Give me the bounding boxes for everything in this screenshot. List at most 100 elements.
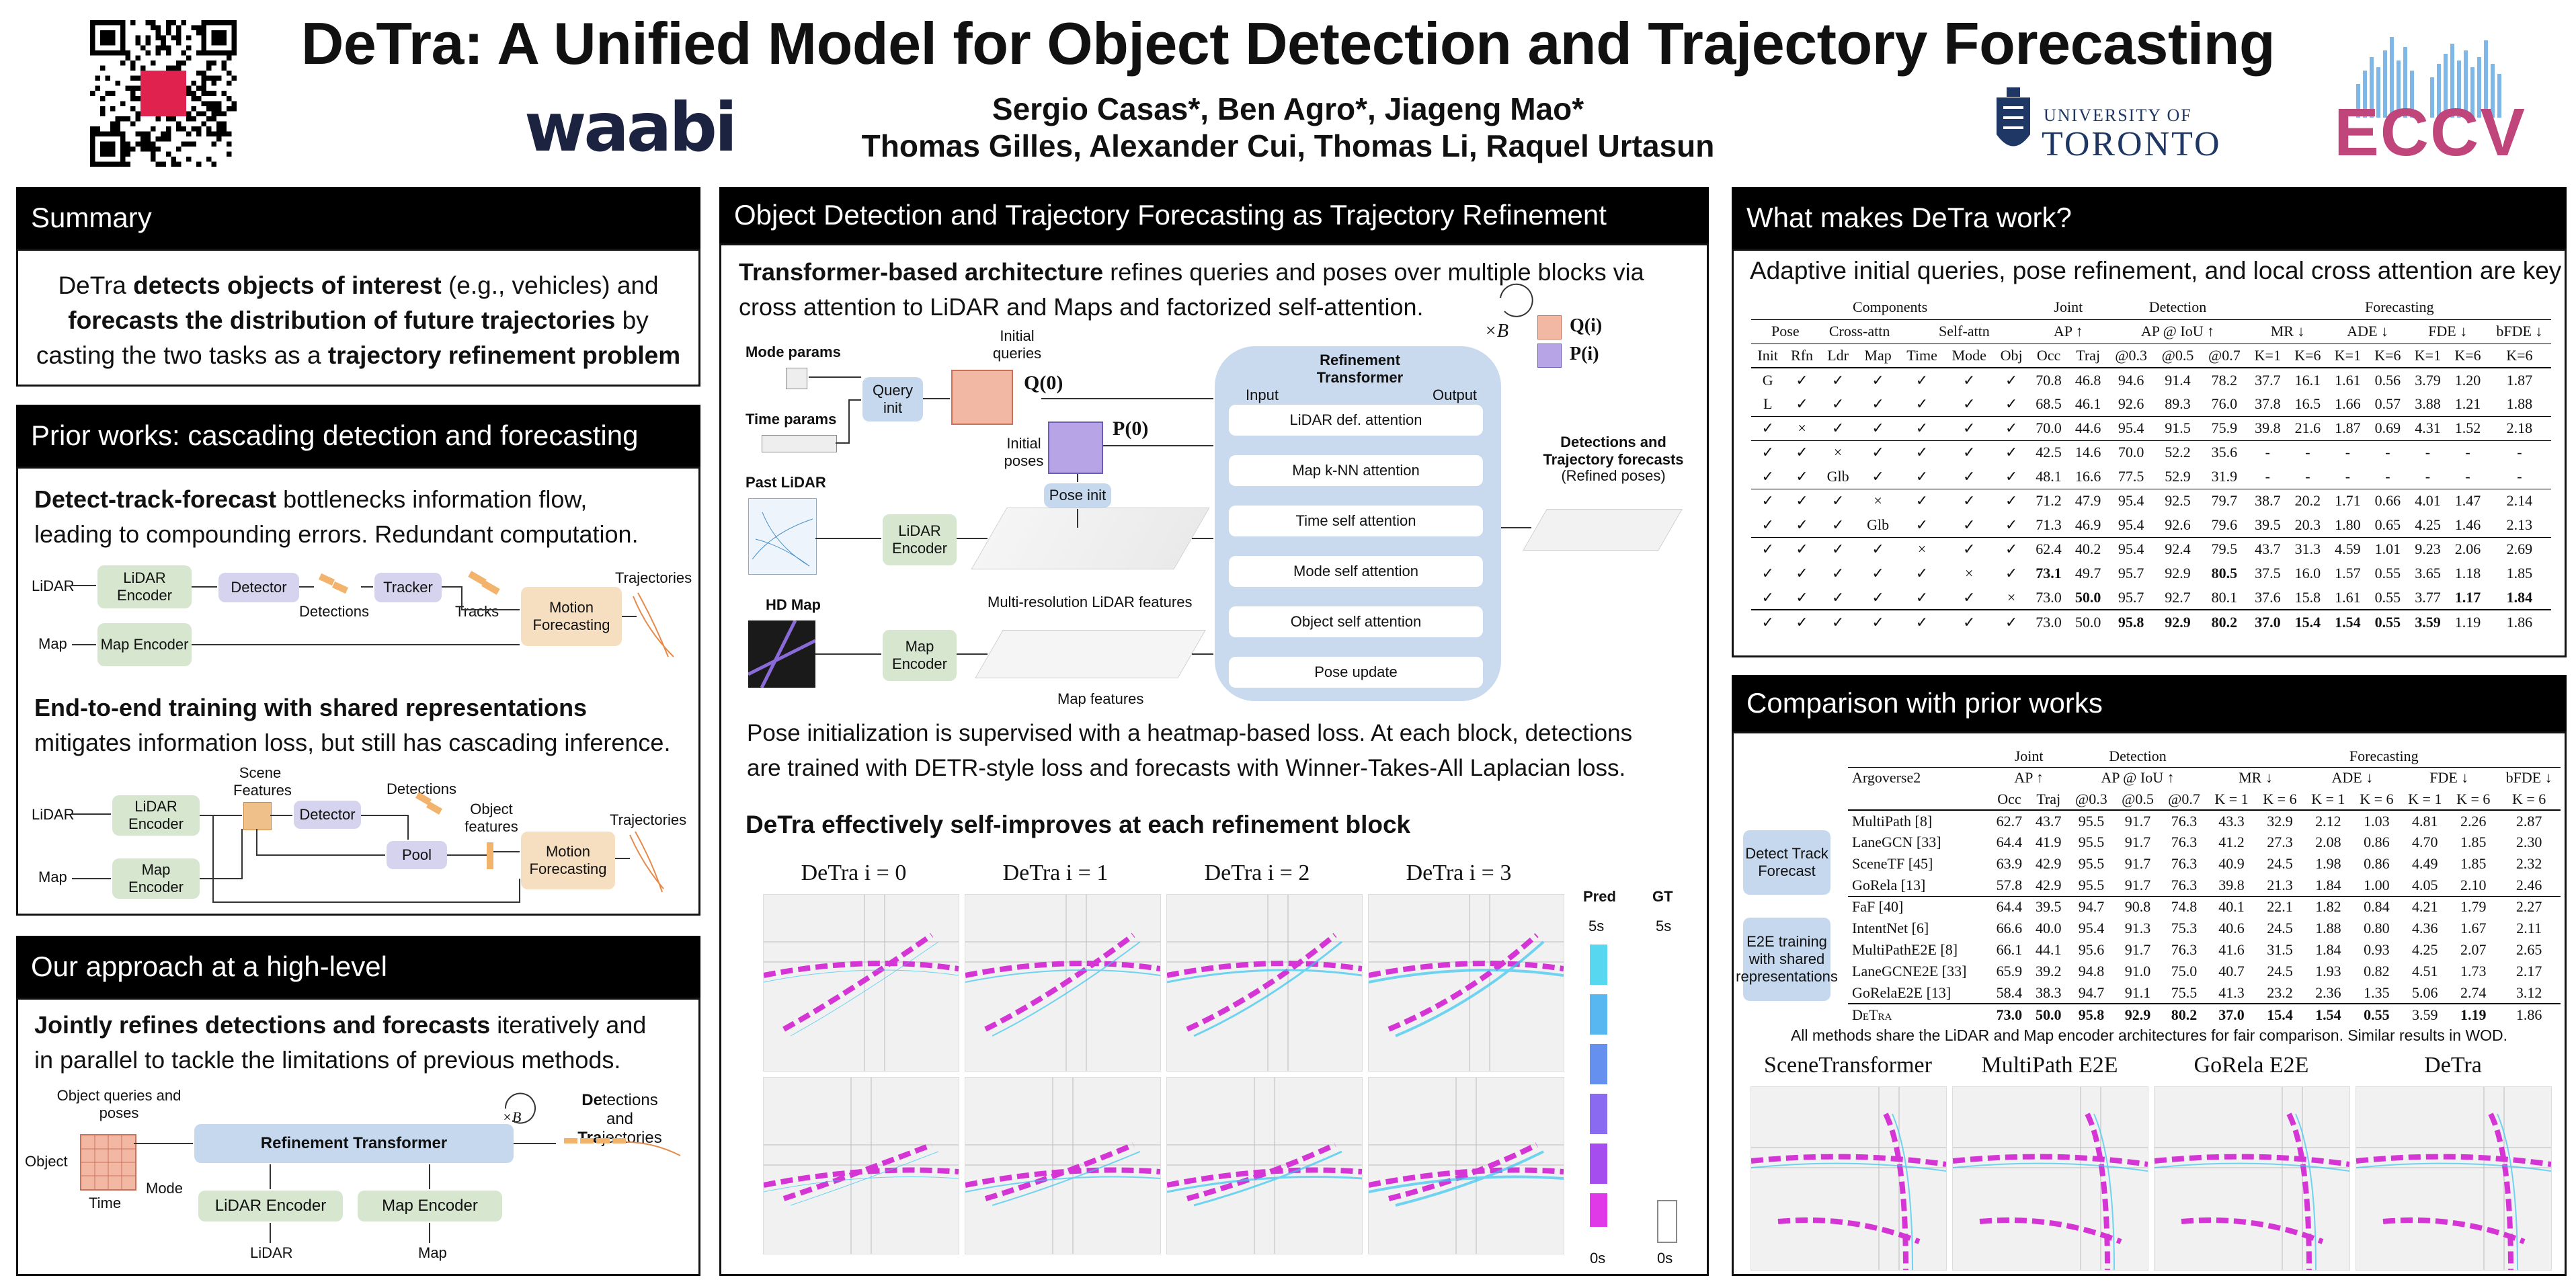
d1-detections: Detections [299, 603, 369, 620]
d2-object-features: Object features [465, 801, 518, 835]
scene-trajectories-icon [1167, 1078, 1362, 1254]
p0-label: P(0) [1113, 417, 1149, 440]
refined-label: (Refined poses) [1561, 467, 1666, 484]
approach-map: Map [418, 1244, 447, 1261]
d2-trajectories: Trajectories [610, 811, 687, 828]
approach-lidar: LiDAR [250, 1244, 293, 1261]
prior-header: Prior works: cascading detection and for… [16, 405, 700, 467]
refinement-col-label-3: DeTra i = 3 [1406, 860, 1512, 885]
summary-text: DeTra detects objects of interest (e.g.,… [18, 268, 698, 373]
time-params-label: Time params [746, 411, 837, 428]
method-thumb-0 [1750, 1086, 1947, 1271]
scene-trajectories-icon [2356, 1087, 2551, 1270]
refinement-thumb-0-0 [763, 894, 959, 1072]
gt-label: GT [1652, 888, 1673, 905]
pred-0s: 0s [1590, 1250, 1606, 1267]
rt-layer-1: Map k-NN attention [1229, 455, 1483, 486]
scene-trajectories-icon [965, 895, 1160, 1071]
scene-trajectories-icon [1369, 895, 1564, 1071]
past-lidar-image [748, 498, 817, 575]
d1-motion-forecasting: Motion Forecasting [521, 587, 622, 646]
arch-1: refines queries and poses over multiple … [1103, 258, 1644, 286]
d1-detector: Detector [218, 573, 299, 602]
d2-scene-features: Scene Features [233, 764, 292, 799]
approach-out-d: jectories [602, 1129, 662, 1147]
compare-header: Comparison with prior works [1732, 675, 2567, 731]
refinement-thumb-1-0 [965, 894, 1161, 1072]
rt-output: Output [1433, 387, 1478, 403]
arch-bold: Transformer-based architecture [739, 258, 1104, 286]
summary-t5b: trajectory refinement problem [327, 342, 681, 369]
compare-note: All methods share the LiDAR and Map enco… [1790, 1027, 2508, 1044]
refinement-col-label-2: DeTra i = 2 [1204, 860, 1310, 885]
scene-trajectories-icon [764, 895, 959, 1071]
initial-poses-label: Initial poses [1004, 435, 1044, 469]
approach-text: Jointly refines detections and forecasts… [34, 1008, 693, 1078]
approach-time: Time [89, 1195, 122, 1211]
approach-out-a: De [581, 1091, 602, 1109]
rt-layer-0: LiDAR def. attention [1229, 405, 1483, 436]
what-subtitle: Adaptive initial queries, pose refinemen… [1750, 257, 2562, 284]
lidar-points-icon [752, 512, 813, 567]
hd-map-image [747, 619, 817, 689]
summary-title: Summary [31, 202, 152, 233]
summary-t1: DeTra [58, 272, 134, 299]
waabi-logo: waabi [524, 94, 737, 161]
refinement-thumb-3-1 [1368, 1077, 1564, 1254]
approach-object: Object [25, 1153, 68, 1170]
what-header: What makes DeTra work? [1732, 187, 2567, 249]
scene-trajectories-icon [1751, 1087, 1946, 1270]
summary-header: Summary [16, 187, 700, 249]
rt-input: Input [1246, 387, 1279, 403]
summary-t4: by [615, 307, 649, 334]
d1-map-label: Map [38, 635, 67, 652]
qr-code[interactable] [90, 20, 237, 167]
hd-map-label: HD Map [766, 596, 821, 613]
q0-label: Q(0) [1024, 372, 1063, 394]
d2-lidar-label: LiDAR [32, 806, 75, 823]
pose-init: Pose init [1044, 483, 1111, 508]
center-header: Object Detection and Trajectory Forecast… [719, 187, 1709, 243]
center-title: Object Detection and Trajectory Forecast… [734, 199, 1607, 231]
pose-sup-text: Pose initialization is supervised with a… [747, 716, 1701, 786]
rt-title: Refinement Transformer [1316, 352, 1404, 386]
scene-trajectories-icon [1953, 1087, 2148, 1270]
refinement-thumb-1-1 [965, 1077, 1161, 1254]
qi-cube [1537, 315, 1562, 339]
approach-title: Our approach at a high-level [31, 951, 387, 982]
approach-map-encoder: Map Encoder [358, 1191, 502, 1221]
eccv-skyline-icon [2356, 37, 2501, 118]
d1-lidar-encoder: LiDAR Encoder [97, 565, 192, 608]
multires-label: Multi-resolution LiDAR features [988, 594, 1193, 610]
scene-trajectories-icon [1167, 895, 1362, 1071]
refinement-thumb-0-1 [763, 1077, 959, 1254]
initial-poses-cube [1048, 422, 1103, 474]
waabi-logo-text: waabi [524, 88, 737, 167]
rt-layer-4: Object self attention [1229, 606, 1483, 637]
summary-t2: (e.g., vehicles) and [441, 272, 659, 299]
approach-query-cube [80, 1134, 136, 1191]
refinement-col-label-1: DeTra i = 1 [1002, 860, 1109, 885]
dtf-bold: Detect-track-forecast [34, 485, 277, 513]
self-improve-heading: DeTra effectively self-improves at each … [746, 811, 1411, 838]
e2e-1: mitigates information loss, but still ha… [34, 729, 671, 756]
refinement-col-label-0: DeTra i = 0 [801, 860, 907, 885]
method-label-2: GoRela E2E [2193, 1053, 2309, 1078]
d1-tracker: Tracker [374, 573, 442, 602]
what-panel: Adaptive initial queries, pose refinemen… [1732, 249, 2567, 657]
refinement-thumb-3-0 [1368, 894, 1564, 1072]
